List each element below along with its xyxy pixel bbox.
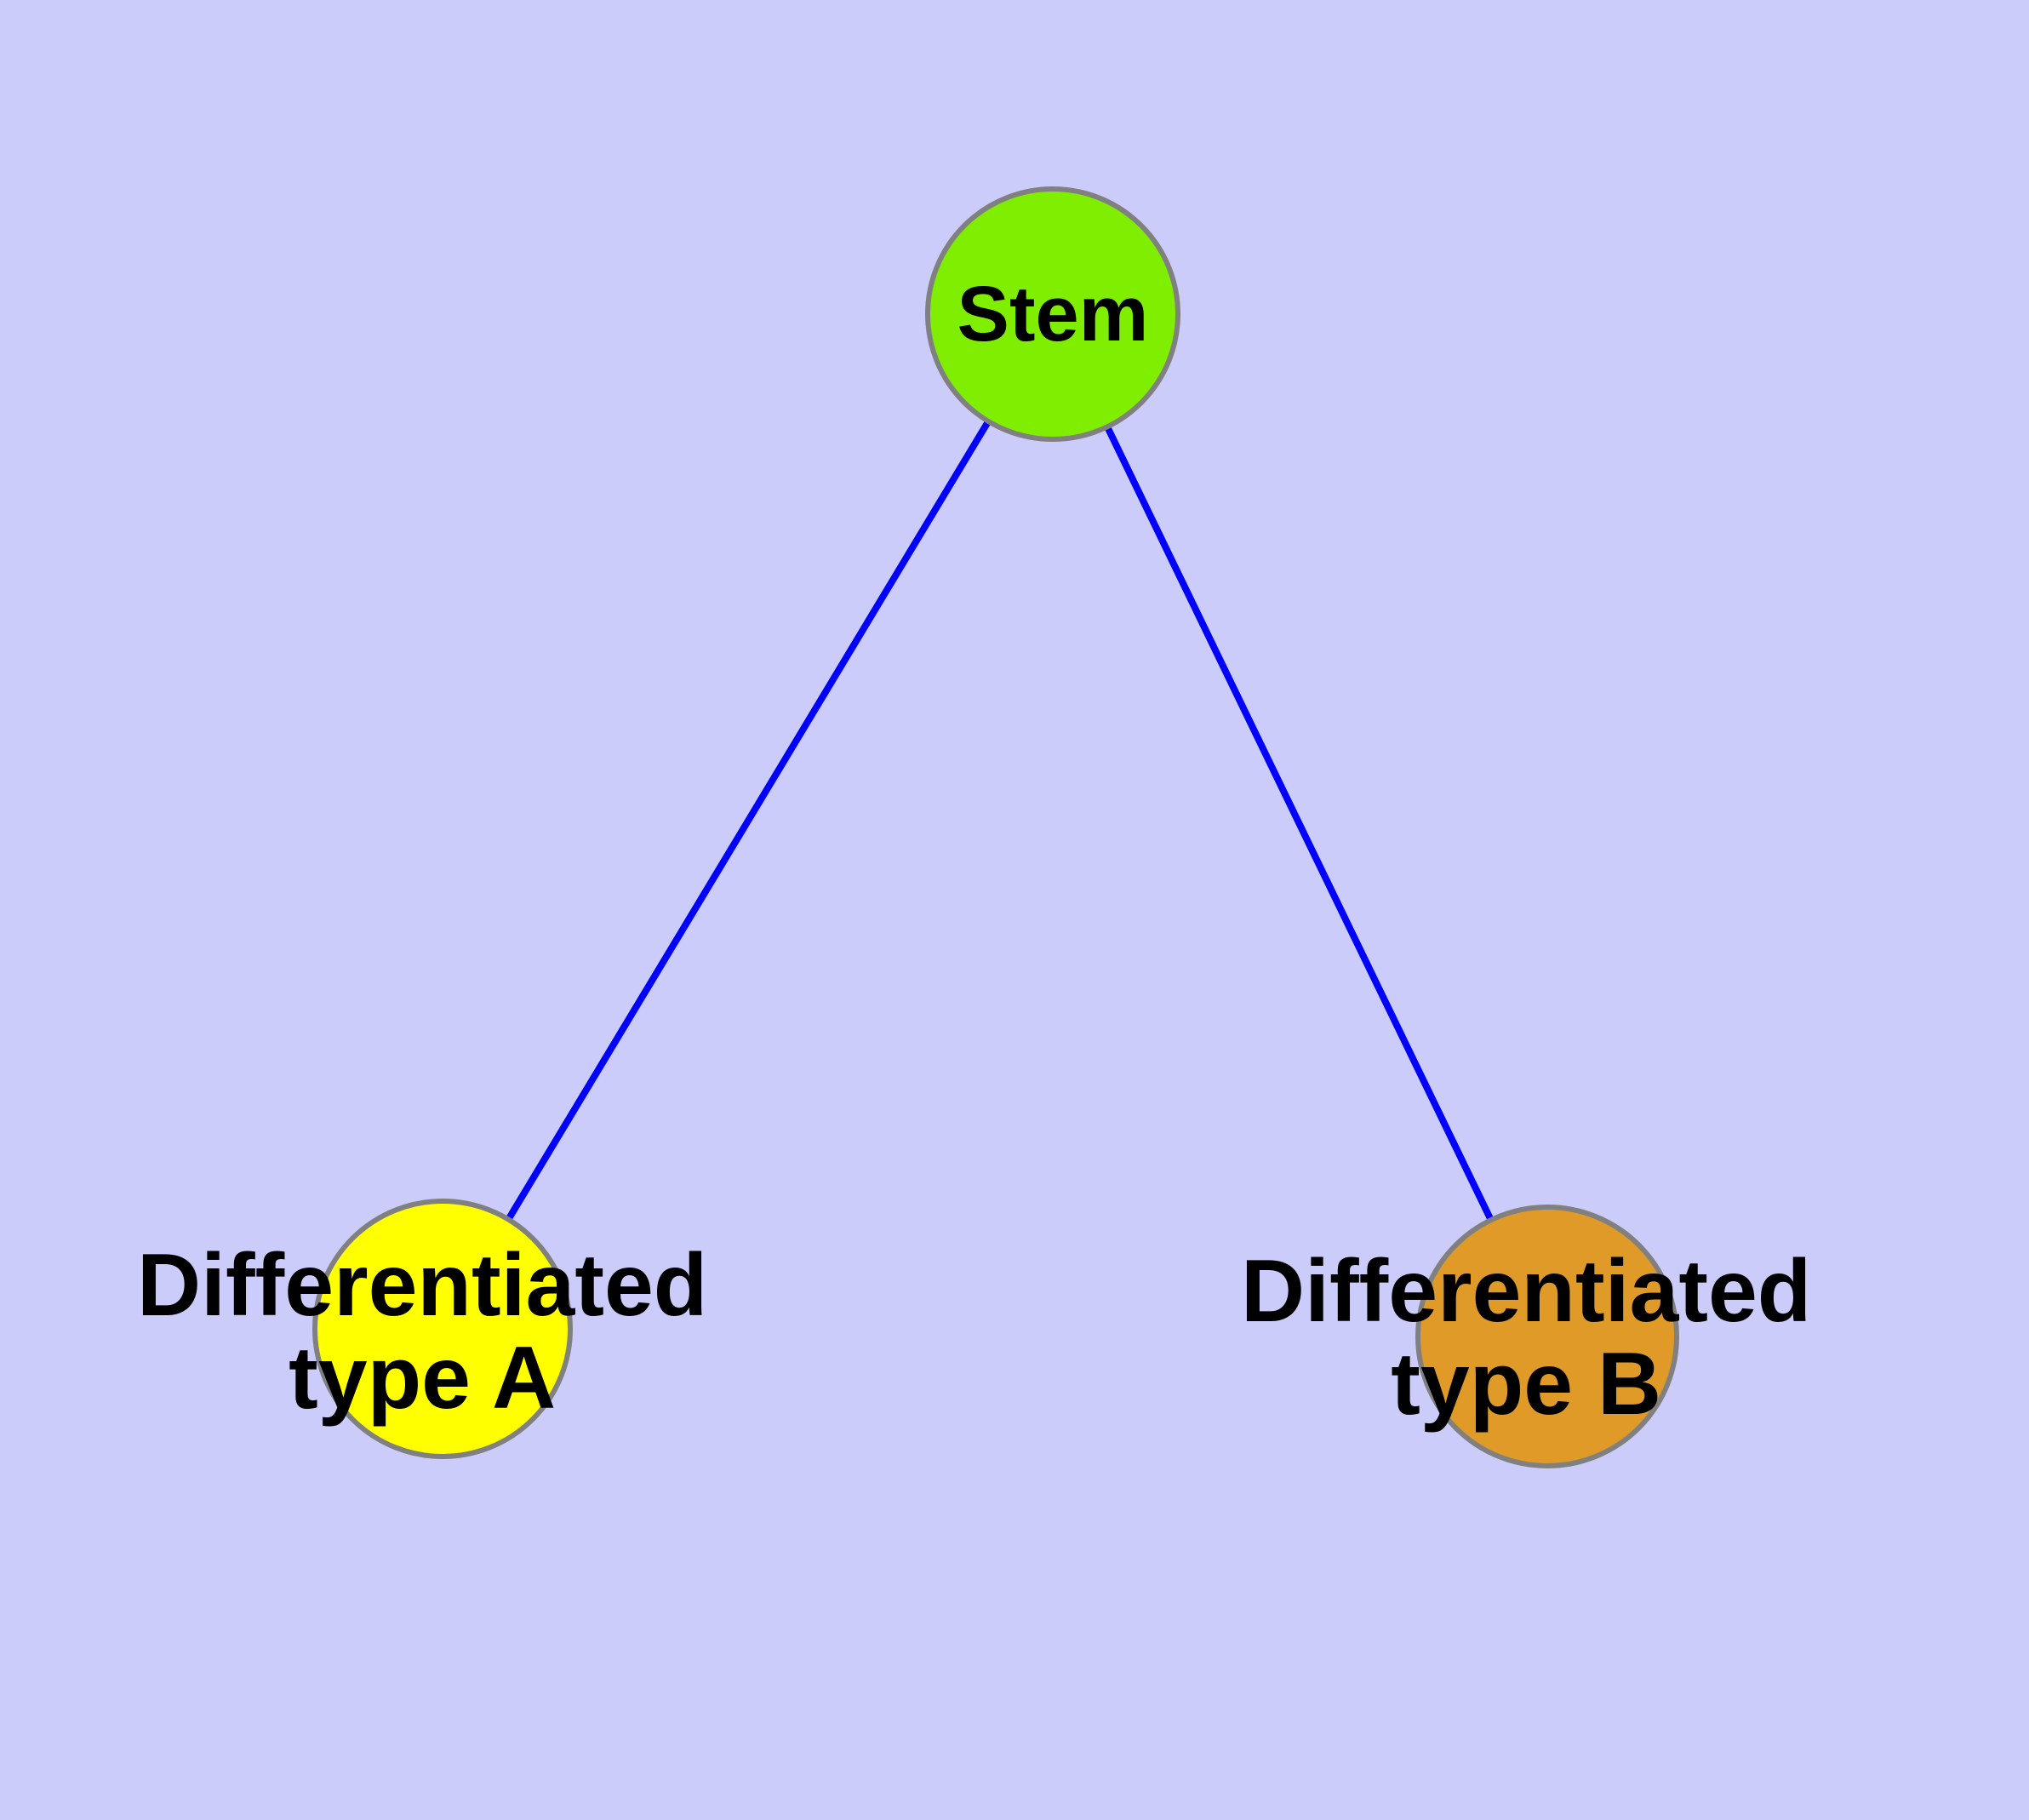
graph-edge-stem-diff_b	[1103, 423, 1495, 1223]
nodes-layer	[312, 186, 1679, 1468]
graph-node-stem[interactable]	[925, 186, 1180, 442]
edges-layer	[504, 418, 1495, 1223]
graph-node-diff_a[interactable]	[312, 1199, 573, 1459]
graph-node-diff_b[interactable]	[1415, 1205, 1679, 1468]
graph-edge-stem-diff_a	[504, 418, 992, 1223]
